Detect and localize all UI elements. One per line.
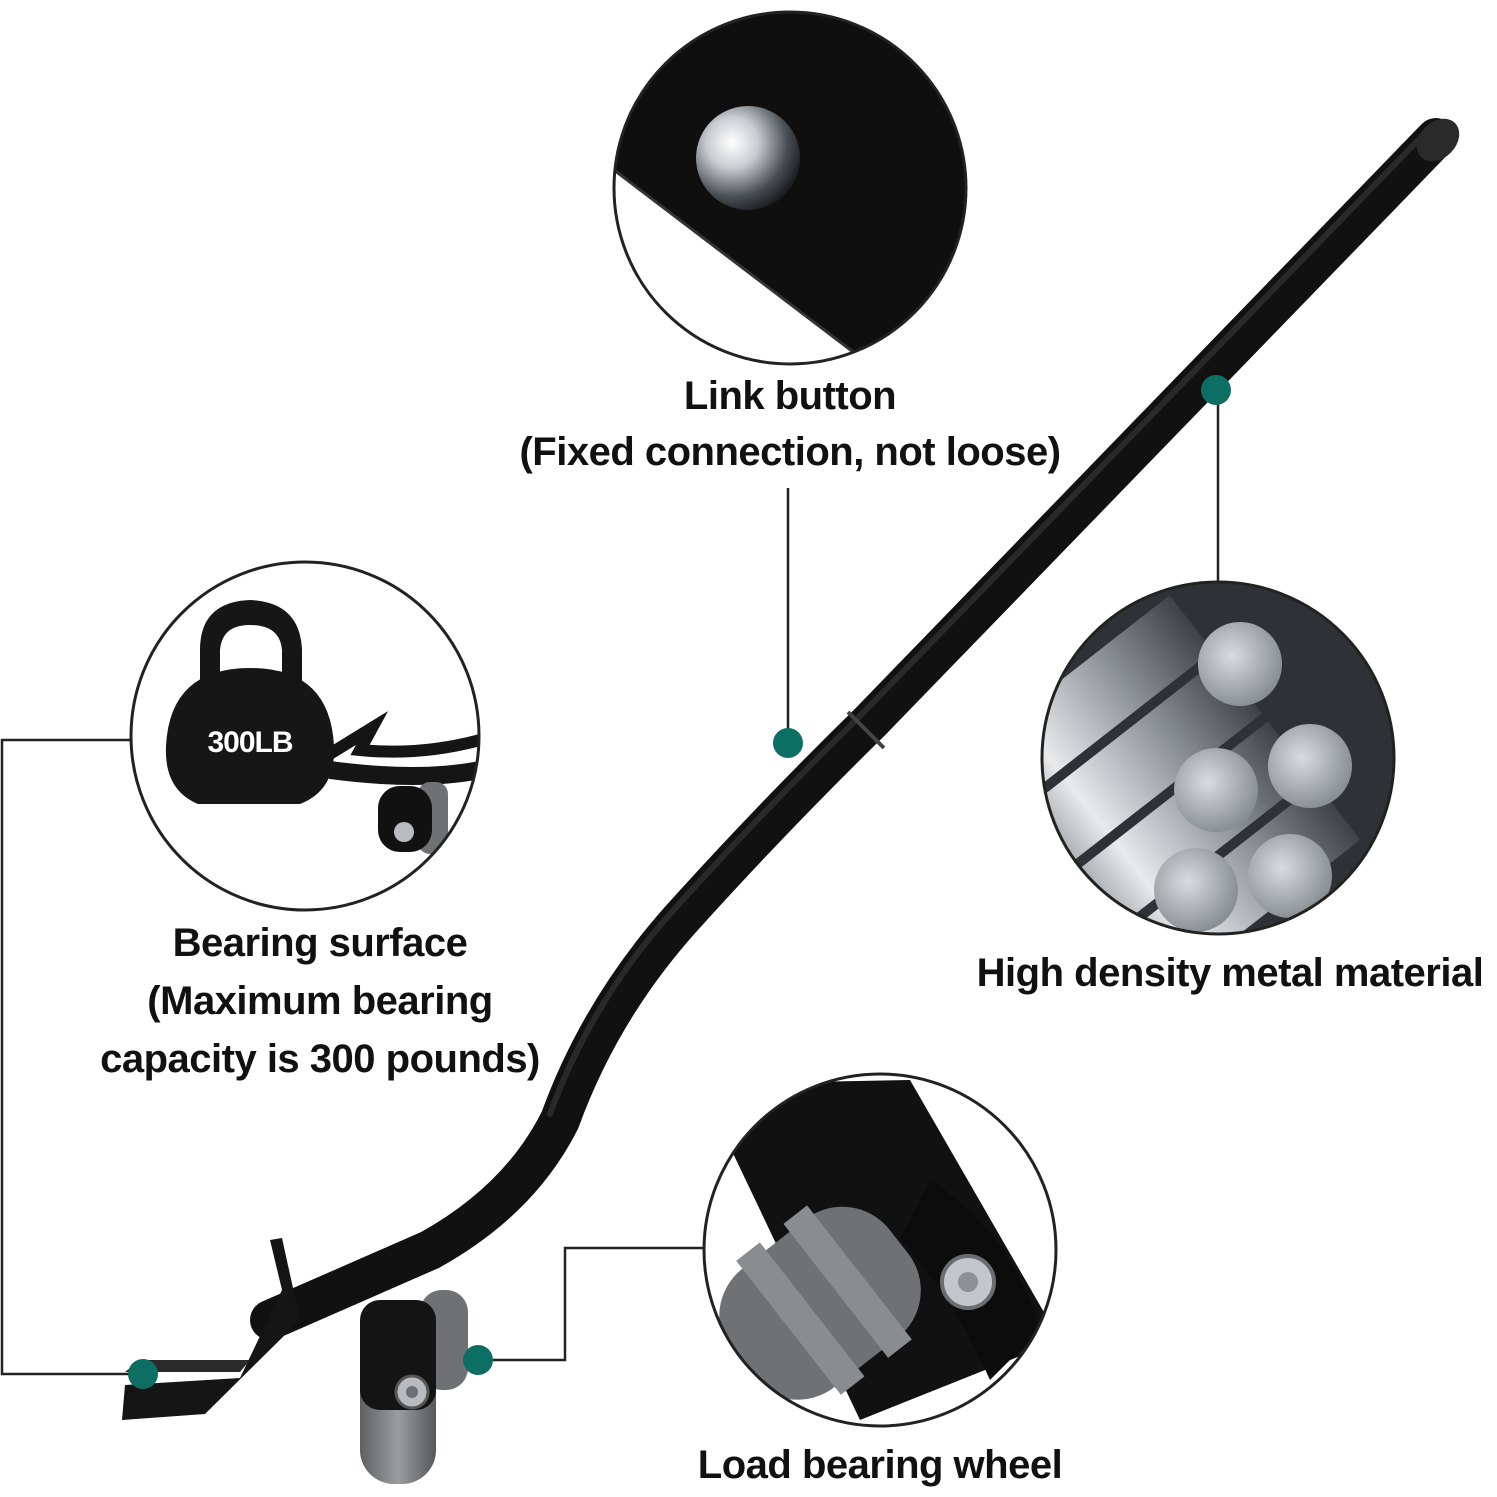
link-button-icon bbox=[696, 106, 800, 210]
kettlebell-zoom bbox=[129, 560, 481, 912]
kettlebell-icon bbox=[165, 600, 335, 804]
dot-link bbox=[773, 728, 803, 758]
callout-metal-material: High density metal material bbox=[930, 948, 1497, 998]
callout-load-wheel: Load bearing wheel bbox=[640, 1440, 1120, 1490]
leader-lines bbox=[0, 392, 1220, 1376]
wheel-icon bbox=[360, 1290, 468, 1484]
callout-bearing-line3: capacity is 300 pounds) bbox=[100, 1037, 540, 1081]
callout-link-button: Link button (Fixed connection, not loose… bbox=[470, 368, 1110, 480]
kettlebell-weight-label: 300LB bbox=[207, 726, 293, 759]
callout-dot-icon bbox=[128, 375, 1231, 1389]
callout-link-title: Link button bbox=[683, 374, 897, 418]
callout-bearing-line2: (Maximum bearing bbox=[147, 979, 493, 1023]
callout-wheel-title: Load bearing wheel bbox=[697, 1443, 1063, 1487]
callout-link-subtitle: (Fixed connection, not loose) bbox=[519, 430, 1061, 474]
link-button-zoom bbox=[612, 10, 968, 366]
callout-metal-title: High density metal material bbox=[976, 951, 1484, 995]
wheel-zoom bbox=[702, 1072, 1058, 1428]
callout-bearing-title: Bearing surface bbox=[172, 921, 468, 965]
leader-wheel bbox=[478, 1246, 705, 1362]
foot-plate bbox=[122, 1238, 300, 1420]
dot-wheel bbox=[463, 1345, 493, 1375]
leader-bearing bbox=[0, 738, 140, 1376]
callout-bearing-surface: Bearing surface (Maximum bearing capacit… bbox=[60, 914, 580, 1088]
dot-metal bbox=[1201, 375, 1231, 405]
dot-foot bbox=[128, 1359, 158, 1389]
